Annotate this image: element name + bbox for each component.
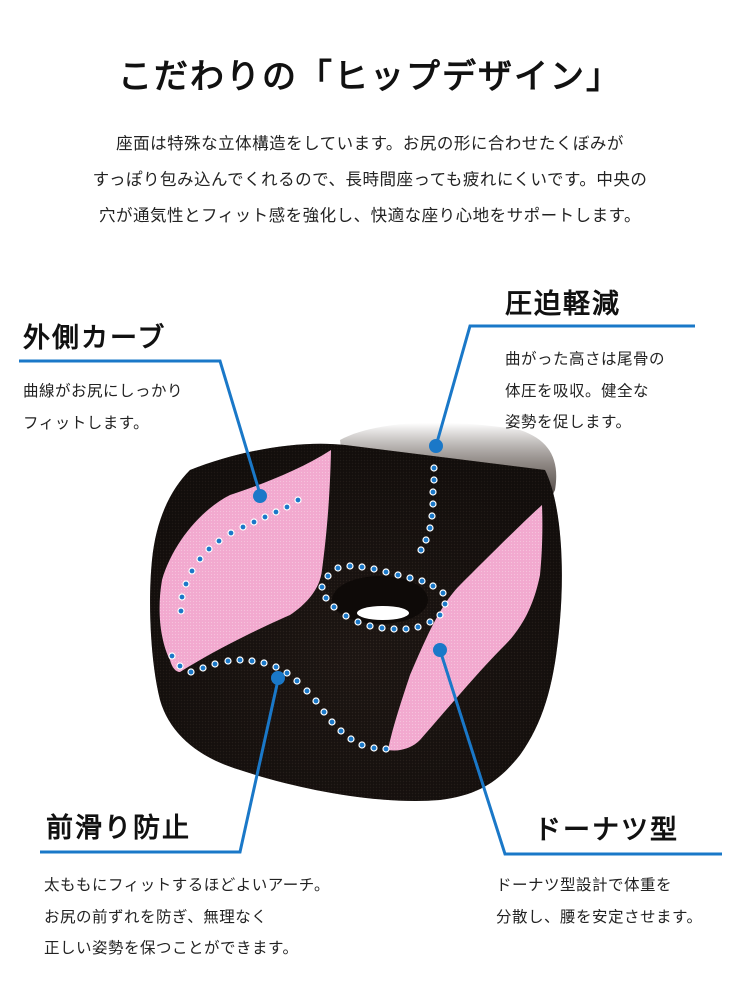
anchor-pressure-relief <box>429 439 443 453</box>
dots-outer-curve <box>177 496 302 615</box>
callout-desc-line: 体圧を吸収。健全な <box>505 381 650 400</box>
callout-title-outer-curve: 外側カーブ <box>23 323 167 354</box>
callout-desc-line: 姿勢を促します。 <box>505 413 632 431</box>
callout-desc-anti-slip: 太ももにフィットするほどよいアーチ。 お尻の前ずれを防ぎ、無理なく 正しい姿勢を… <box>44 870 330 965</box>
leader-anti-slip <box>40 679 280 854</box>
callout-desc-donut: ドーナツ型設計で体重を 分散し、腰を安定させます。 <box>496 870 702 933</box>
dots-donut <box>318 562 449 633</box>
leader-outer-curve <box>19 359 262 495</box>
callout-desc-line: 曲線がお尻にしっかり <box>23 382 184 400</box>
intro-line: すっぽり包み込んでくれるので、長時間座っても疲れにくいです。中央の <box>92 170 648 189</box>
anchor-donut <box>433 643 447 657</box>
donut-hole <box>357 606 409 620</box>
anchor-outer-curve <box>253 489 267 503</box>
callout-title-donut: ドーナツ型 <box>534 815 679 846</box>
dotted-guides <box>168 464 449 753</box>
callout-desc-line: フィットします。 <box>23 413 150 432</box>
page-heading: こだわりの「ヒップデザイン」 <box>0 54 740 100</box>
right-pink-bolster <box>388 505 543 751</box>
dots-anti-slip <box>168 652 390 753</box>
callout-desc-line: お尻の前ずれを防ぎ、無理なく <box>44 907 268 926</box>
intro-line: 座面は特殊な立体構造をしています。お尻の形に合わせたくぼみが <box>116 134 624 153</box>
intro-paragraph: 座面は特殊な立体構造をしています。お尻の形に合わせたくぼみが すっぽり包み込んで… <box>0 126 740 234</box>
page-title: こだわりの「ヒップデザイン」 <box>112 54 628 100</box>
leader-donut <box>438 649 722 856</box>
leader-pressure-relief <box>434 324 695 447</box>
callout-desc-line: 太ももにフィットするほどよいアーチ。 <box>44 876 330 894</box>
callout-desc-line: ドーナツ型設計で体重を <box>496 876 673 894</box>
page-title-text: こだわりの「ヒップデザイン」 <box>118 57 622 97</box>
anchor-anti-slip <box>271 671 285 685</box>
callout-desc-line: 分散し、腰を安定させます。 <box>496 907 703 926</box>
callout-desc-pressure-relief: 曲がった高さは尾骨の 体圧を吸収。健全な 姿勢を促します。 <box>505 344 665 439</box>
callout-leader-lines <box>19 324 722 856</box>
dots-pressure-relief <box>417 464 438 554</box>
callout-desc-line: 正しい姿勢を保つことができます。 <box>44 939 299 957</box>
callout-title-anti-slip: 前滑り防止 <box>46 813 191 844</box>
callout-desc-outer-curve: 曲線がお尻にしっかり フィットします。 <box>23 376 183 439</box>
callout-anchor-dots <box>253 439 447 685</box>
callout-desc-line: 曲がった高さは尾骨の <box>505 350 666 368</box>
callout-title-pressure-relief: 圧迫軽減 <box>505 289 621 320</box>
intro-line: 穴が通気性とフィット感を強化し、快適な座り心地をサポートします。 <box>98 206 642 225</box>
